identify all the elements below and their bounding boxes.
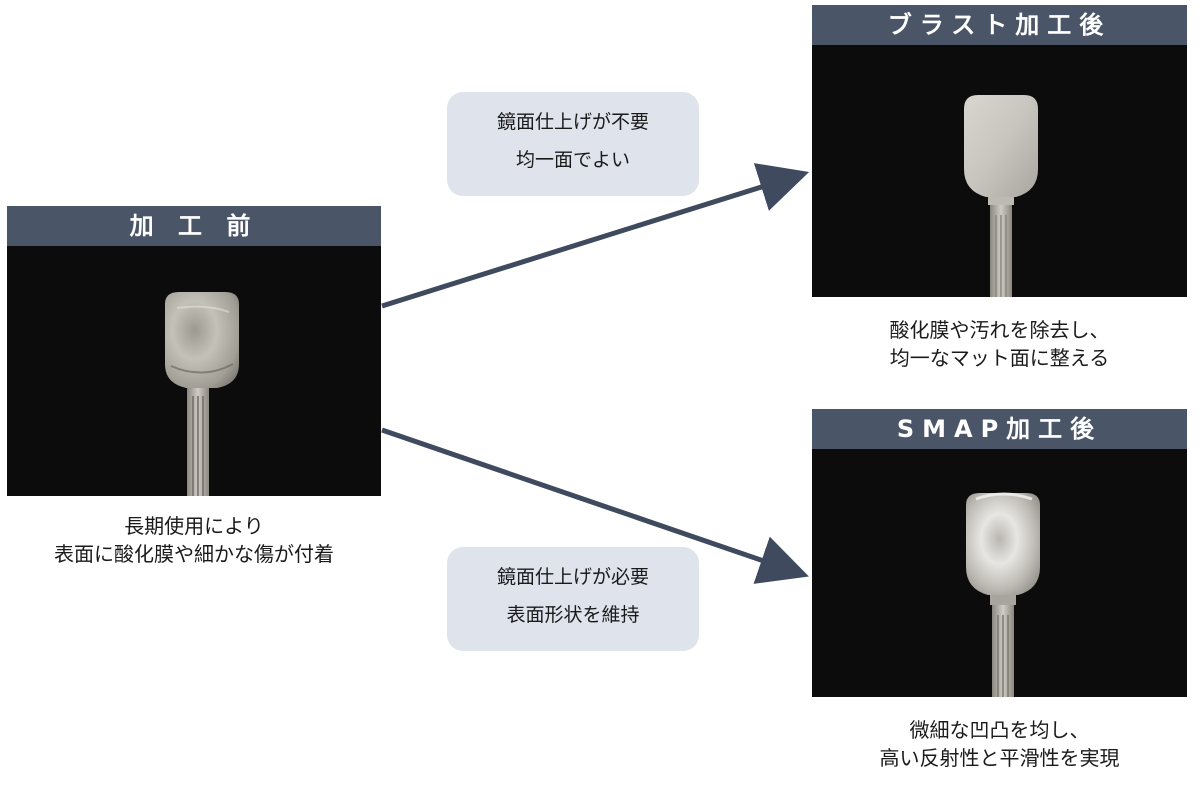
spoon-blast-image	[964, 95, 1038, 297]
panel-before: 加 工 前	[7, 206, 381, 496]
note-top: 鏡面仕上げが不要 均一面でよい	[447, 92, 699, 196]
caption-blast-line1: 酸化膜や汚れを除去し、	[889, 318, 1110, 342]
note-bottom-line1: 鏡面仕上げが必要	[496, 566, 649, 588]
panel-blast: ブラスト加工後	[812, 5, 1187, 297]
caption-before-line1: 長期使用により	[124, 514, 264, 538]
note-top-line2: 均一面でよい	[515, 149, 630, 171]
caption-blast-line2: 均一なマット面に整える	[889, 346, 1110, 370]
note-bottom: 鏡面仕上げが必要 表面形状を維持	[447, 547, 699, 651]
panel-smap-title: SMAP加工後	[812, 409, 1187, 449]
arrow-to-blast	[381, 163, 810, 309]
spoon-smap-image	[966, 492, 1040, 697]
caption-smap-line2: 高い反射性と平滑性を実現	[879, 746, 1120, 770]
panel-blast-title: ブラスト加工後	[812, 5, 1187, 45]
spoon-before-image	[165, 292, 239, 496]
note-bottom-line2: 表面形状を維持	[506, 604, 640, 626]
spoon-photo-smap	[812, 449, 1187, 697]
spoon-photo-before	[7, 246, 381, 496]
caption-smap: 微細な凹凸を均し、 高い反射性と平滑性を実現	[812, 716, 1187, 772]
spoon-photo-blast	[812, 45, 1187, 297]
caption-blast: 酸化膜や汚れを除去し、 均一なマット面に整える	[812, 316, 1187, 372]
panel-before-title: 加 工 前	[7, 206, 381, 246]
caption-before: 長期使用により 表面に酸化膜や細かな傷が付着	[7, 512, 381, 568]
panel-smap: SMAP加工後	[812, 409, 1187, 697]
caption-before-line2: 表面に酸化膜や細かな傷が付着	[54, 542, 334, 566]
caption-smap-line1: 微細な凹凸を均し、	[909, 718, 1090, 742]
note-top-line1: 鏡面仕上げが不要	[496, 111, 649, 133]
